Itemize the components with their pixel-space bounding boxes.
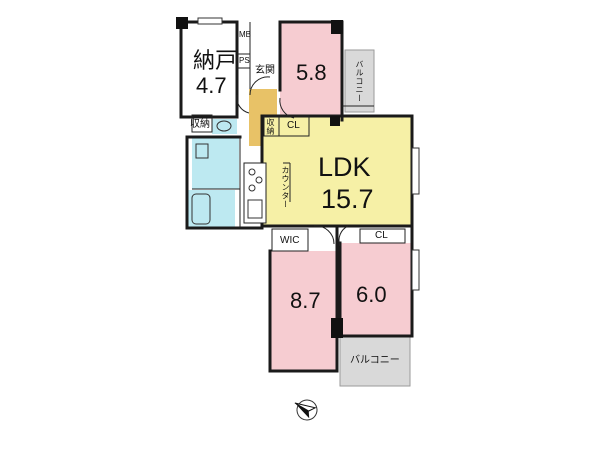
balcony-north-label: バルコニー [355,60,364,103]
room-ldk [262,116,412,226]
mb-label: MB [239,30,251,39]
wic-label: WIC [280,235,300,246]
ps-label: PS [239,56,250,65]
bathroom [187,190,235,228]
pillar [176,17,188,29]
stove-burner [248,184,256,192]
pillar [330,116,340,126]
toilet-bowl [216,120,232,132]
nando-size: 4.7 [196,73,227,98]
room-sw-size: 8.7 [290,288,321,313]
ldk-size: 15.7 [321,184,374,214]
closet-label: CL [375,230,388,241]
pillar [331,20,343,34]
storage-label: 収納 [266,118,275,135]
balcony-south-label: バルコニー [350,355,400,366]
stove-burner [248,168,256,176]
balcony-north [344,49,375,113]
washroom [192,137,239,189]
window [411,249,420,291]
balcony-south [339,335,411,387]
nando-name: 納戸 [193,48,238,73]
kitchen-sink [247,199,263,219]
bathtub [191,193,211,225]
room-sw [270,251,337,371]
hall-area [249,116,262,146]
interior-lines [191,22,406,252]
north-arrow-icon [294,399,318,421]
stove-burner [255,176,263,184]
entrance-label: 玄関 [255,65,275,76]
storage-label: 収納 [190,119,210,130]
room-north-size: 5.8 [296,60,327,85]
room-se [340,243,412,336]
counter-label: カウンター [281,166,290,209]
entrance-area [249,89,277,116]
kitchen-counter [243,162,267,224]
window [411,147,420,195]
washbasin [195,143,209,159]
room-nando [181,22,237,117]
ldk-name: LDK [318,152,371,182]
pillar [331,318,343,338]
window [197,17,223,25]
room-north [280,22,342,120]
room-se-size: 6.0 [356,282,387,307]
closet-label: CL [287,120,300,131]
